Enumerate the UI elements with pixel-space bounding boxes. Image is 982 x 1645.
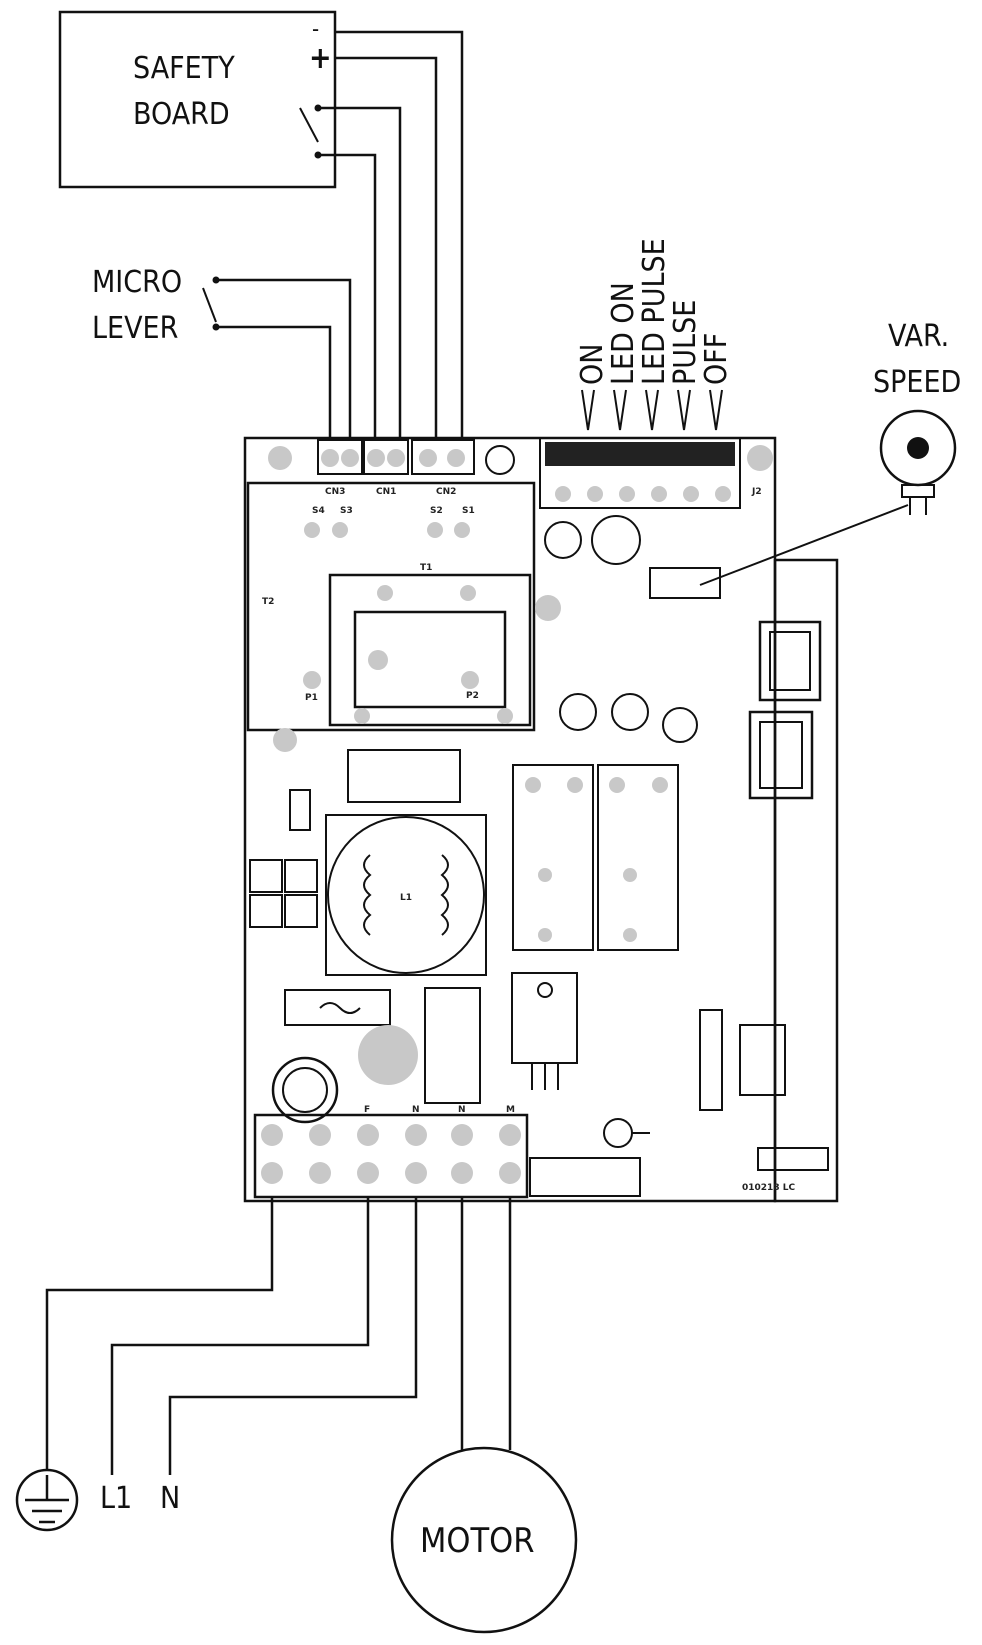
s1-label: S1 [462, 506, 475, 516]
terminal-n2-label: N [458, 1105, 466, 1115]
cn1-label: CN1 [376, 487, 396, 497]
transformer: S4 S3 S2 S1 T2 T1 P1 P2 [246, 481, 536, 732]
switch-icon [299, 107, 319, 143]
label-led-on: LED ON [606, 282, 641, 385]
terminal-block: F N N M [253, 1105, 529, 1199]
safety-wires [318, 30, 464, 440]
top-connectors: CN3 CN1 CN2 [268, 439, 515, 497]
lower-components: 010218 LC [271, 972, 829, 1197]
minus-label: - [312, 17, 319, 42]
motor: MOTOR [390, 1446, 578, 1634]
terminal-n1-label: N [412, 1105, 420, 1115]
s4-label: S4 [312, 506, 325, 516]
label-led-pulse: LED PULSE [637, 238, 672, 385]
motor-label: MOTOR [420, 1521, 534, 1561]
p1-label: P1 [305, 693, 318, 703]
relays [347, 749, 679, 951]
board-code-label: 010218 LC [742, 1183, 795, 1193]
terminal-f-label: F [364, 1105, 370, 1115]
ground-symbol-icon [15, 1468, 79, 1532]
board-label: BOARD [133, 97, 230, 132]
label-pulse: PULSE [668, 300, 703, 385]
micro-label: MICRO [92, 265, 182, 300]
terminal-m-label: M [506, 1105, 515, 1115]
lever-label: LEVER [92, 311, 178, 346]
p2-label: P2 [466, 691, 479, 701]
t1-label: T1 [420, 563, 432, 573]
pcb-board: CN3 CN1 CN2 J2 S4 S3 S2 S1 T2 T1 [243, 436, 839, 1203]
s3-label: S3 [340, 506, 353, 516]
j2-header: J2 [539, 437, 773, 509]
micro-switch-icon [202, 287, 217, 323]
var-label: VAR. [888, 319, 949, 354]
s2-label: S2 [430, 506, 443, 516]
cn2-label: CN2 [436, 487, 456, 497]
n-label: N [160, 1481, 180, 1516]
j2-label: J2 [751, 487, 762, 497]
upper-components [273, 515, 822, 800]
switch-position-labels: ON LED ON LED PULSE PULSE OFF [575, 238, 734, 431]
safety-label: SAFETY [133, 51, 235, 86]
safety-board: SAFETY BOARD - + [58, 10, 337, 189]
label-off: OFF [699, 333, 734, 385]
l1-label: L1 [100, 1481, 132, 1516]
t2-label: T2 [262, 597, 274, 607]
l1-coil-label: L1 [400, 893, 412, 903]
var-speed: VAR. SPEED [699, 319, 961, 586]
speed-label: SPEED [873, 365, 961, 400]
micro-lever: MICRO LEVER [92, 265, 352, 440]
plus-label: + [309, 41, 332, 76]
cn3-label: CN3 [325, 487, 345, 497]
inductor: L1 [249, 789, 487, 976]
potentiometer-icon [879, 409, 957, 515]
power-wires [45, 1197, 512, 1475]
label-on: ON [575, 344, 610, 385]
